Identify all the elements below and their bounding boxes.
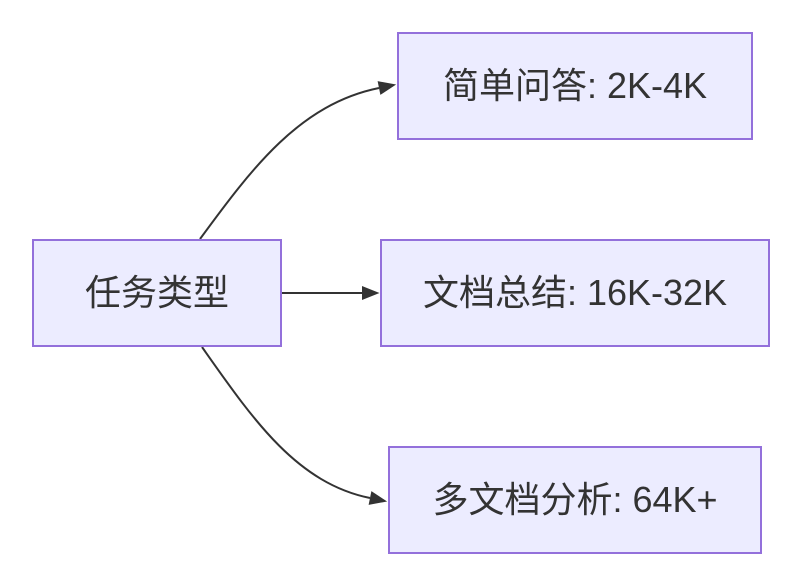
edge-task-type-to-multi-doc-analysis xyxy=(201,346,388,505)
node-simple-qa-label: 简单问答: 2K-4K xyxy=(442,65,708,107)
node-simple-qa: 简单问答: 2K-4K xyxy=(397,32,753,140)
node-doc-summary-label: 文档总结: 16K-32K xyxy=(422,272,728,314)
node-doc-summary: 文档总结: 16K-32K xyxy=(380,239,770,347)
edge-task-type-to-simple-qa xyxy=(199,81,397,240)
node-multi-doc-analysis-label: 多文档分析: 64K+ xyxy=(432,479,718,521)
node-task-type-label: 任务类型 xyxy=(84,272,229,314)
node-multi-doc-analysis: 多文档分析: 64K+ xyxy=(388,446,762,554)
node-task-type: 任务类型 xyxy=(32,239,282,347)
